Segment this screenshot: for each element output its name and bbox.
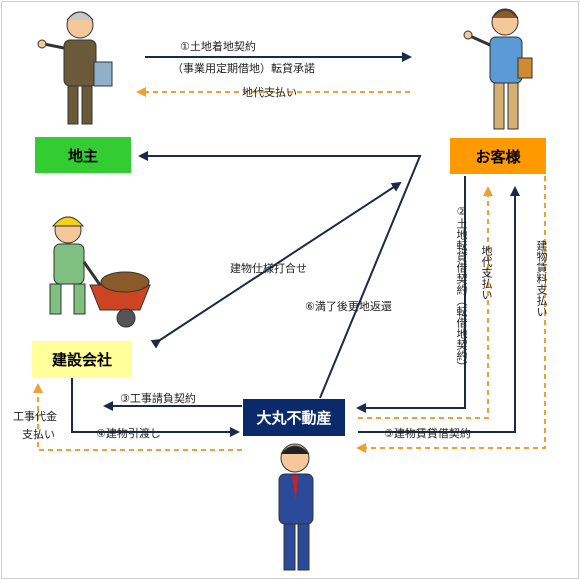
landowner-person-icon <box>37 11 113 125</box>
landowner-box: 地主 <box>35 137 131 173</box>
builder-box: 建設会社 <box>32 341 132 377</box>
rent-payment-vertical-label: 地代支払い <box>480 245 493 300</box>
customer-box: お客様 <box>450 138 546 174</box>
spec-meeting-arrow <box>150 181 402 349</box>
land-contract-label-1: ①土地着地契約 <box>180 40 256 53</box>
rent-payment-vertical-arrow <box>358 186 493 419</box>
construction-contract-label: ③工事請負契約 <box>120 392 196 405</box>
rent-payment-label: 地代支払い <box>242 86 297 99</box>
building-handover-label: ④建物引渡し <box>96 427 161 440</box>
handover-arrow <box>71 378 240 437</box>
sublease-contract-arrow <box>356 176 466 413</box>
return-land-arrow <box>138 151 422 399</box>
building-rent-label: 建物賃料支払い <box>535 240 548 317</box>
return-land-label: ⑥満了後更地返還 <box>305 300 392 313</box>
spec-meeting-label: 建物仕様打合せ <box>230 262 307 275</box>
builder-worker-icon <box>49 216 151 328</box>
customer-person-icon <box>463 8 533 130</box>
building-lease-label: ⑤建物賃貸借契約 <box>384 427 471 440</box>
sublease-contract-label: ②土地転貸借契約（転借地契約） <box>455 205 468 372</box>
construction-fee-label-1: 工事代金 <box>13 410 57 423</box>
construction-fee-arrow <box>33 383 242 451</box>
daimaru-staff-icon <box>278 443 314 571</box>
building-rent-arrow <box>356 176 546 453</box>
land-contract-label-2: （事業用定期借地）転貸承諾 <box>172 62 315 75</box>
daimaru-box: 大丸不動産 <box>243 399 345 436</box>
building-lease-arrow <box>358 186 520 433</box>
construction-fee-label-2: 支払い <box>22 428 55 441</box>
